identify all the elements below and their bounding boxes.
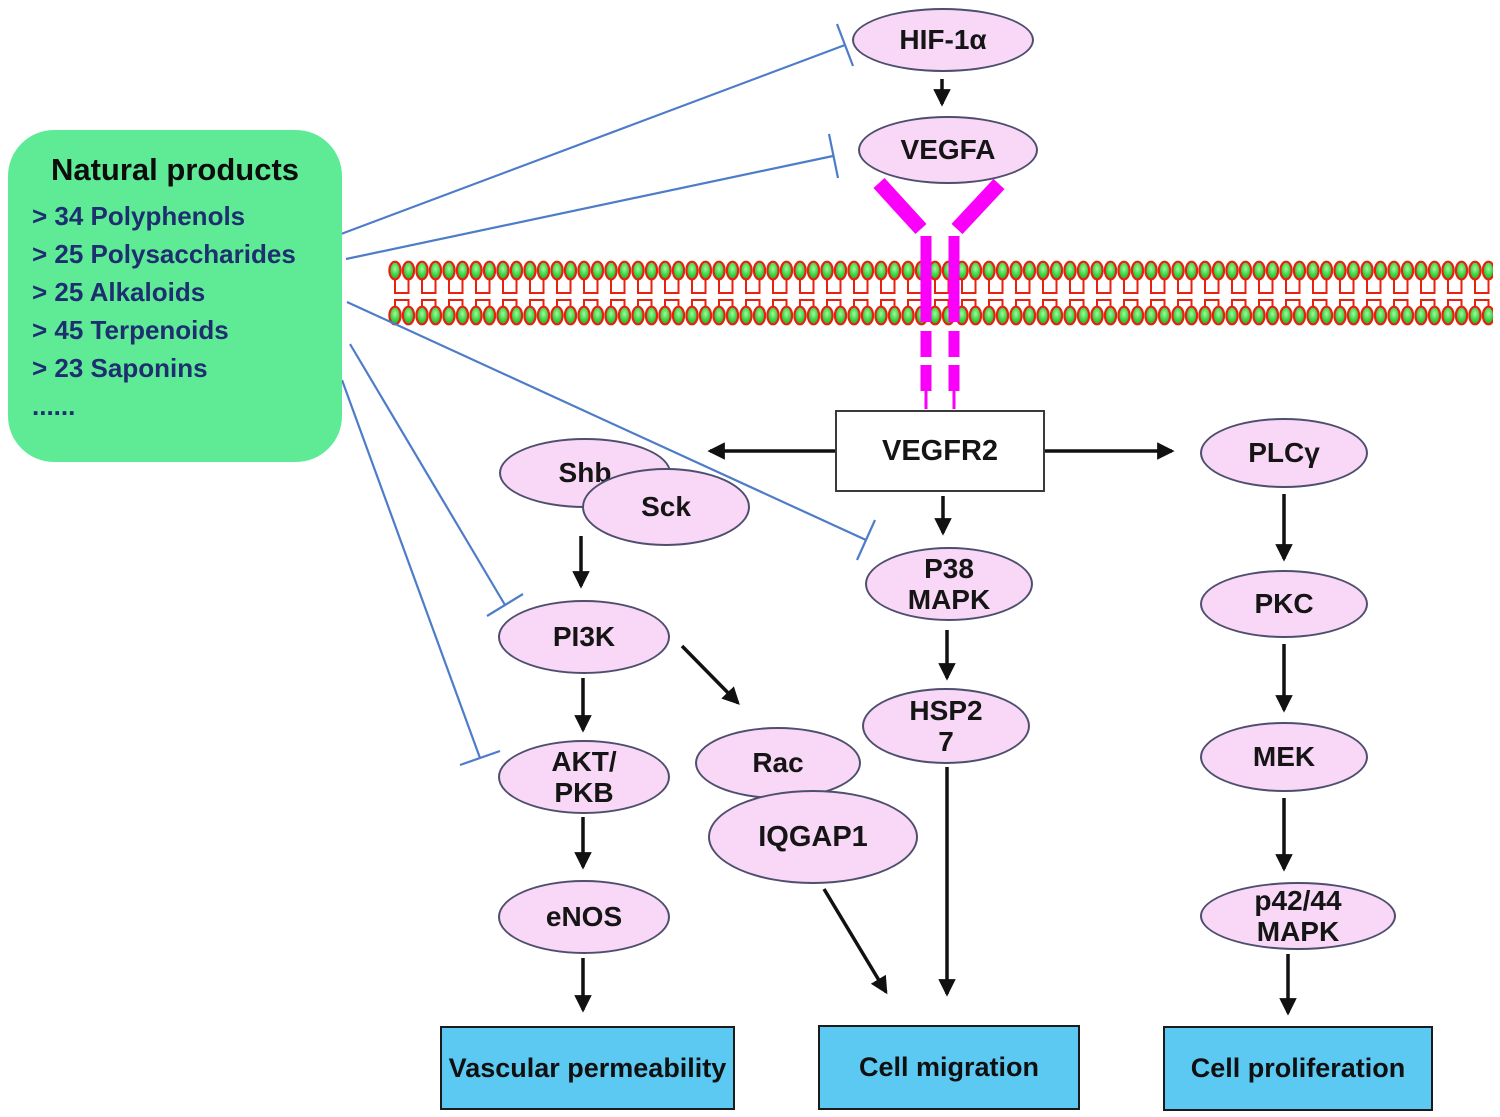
node-pi3k: PI3K [498,600,670,674]
node-iqgap1: IQGAP1 [708,790,918,884]
outcome-cell-migration: Cell migration [818,1025,1080,1110]
natural-products-title: Natural products [50,152,300,187]
natural-products-list: > 34 Polyphenols > 25 Polysaccharides > … [8,197,342,425]
list-item: > 25 Polysaccharides [32,239,296,269]
vegfr2-receptor-icon [873,177,1005,409]
node-vegfr2: VEGFR2 [835,410,1045,492]
node-pkc: PKC [1200,570,1368,638]
node-akt-pkb: AKT/ PKB [498,740,670,814]
natural-products-box: Natural products > 34 Polyphenols > 25 P… [8,130,342,462]
outcome-vascular-permeability: Vascular permeability [440,1026,735,1110]
node-p38-mapk: P38 MAPK [865,547,1033,621]
node-plc-gamma: PLCγ [1200,418,1368,488]
node-p42-44-mapk: p42/44 MAPK [1200,882,1396,950]
list-item: ...... [32,391,76,421]
node-enos: eNOS [498,880,670,954]
outcome-cell-proliferation: Cell proliferation [1163,1026,1433,1111]
node-hsp27: HSP2 7 [862,688,1030,764]
node-vegfa: VEGFA [858,116,1038,184]
cell-membrane-icon [388,260,1493,326]
list-item: > 25 Alkaloids [32,277,206,307]
list-item: > 23 Saponins [32,353,208,383]
node-hif1a: HIF-1α [852,8,1034,72]
node-sck: Sck [582,468,750,546]
list-item: > 45 Terpenoids [32,315,229,345]
node-mek: MEK [1200,722,1368,792]
list-item: > 34 Polyphenols [32,201,246,231]
activation-arrows [572,79,1297,1016]
inhibition-lines [340,23,877,767]
node-rac: Rac [695,727,861,799]
